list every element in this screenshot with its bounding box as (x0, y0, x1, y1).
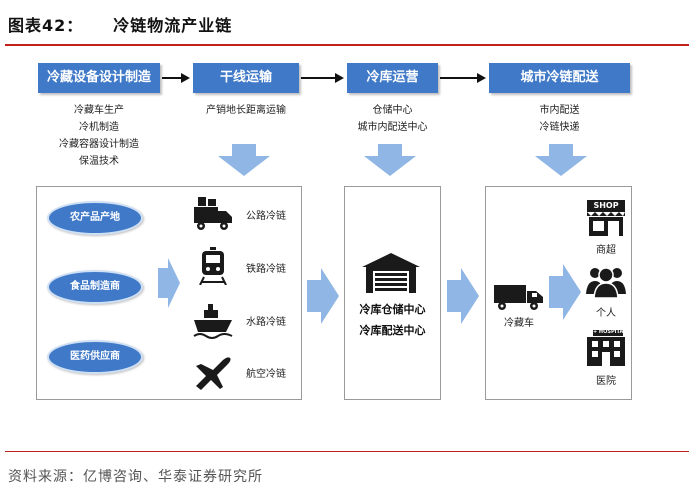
right-arrow-icon (158, 258, 180, 308)
stage-cold-storage: 冷库运营 (347, 63, 438, 93)
hospital-sign-text: + HOSPITAL (593, 329, 627, 335)
down-arrow-icon (218, 144, 270, 176)
stage-item: 产销地长距离运输 (206, 105, 286, 116)
stage-connector-arrowhead (335, 73, 344, 83)
stage-connector-line (301, 77, 336, 79)
ship-icon (193, 304, 233, 339)
mode-rail-label: 铁路冷链 (246, 264, 286, 275)
down-arrow-icon (535, 144, 587, 176)
figure-title: 图表42： 冷链物流产业链 (8, 12, 232, 36)
stage-item: 冷藏车生产 (74, 105, 124, 116)
right-arrow-icon (447, 268, 479, 324)
stage-item: 冷链快递 (539, 122, 580, 133)
stage-city-delivery: 城市冷链配送 (489, 63, 630, 93)
stage-item: 保温技术 (79, 156, 119, 167)
dest-individual-label: 个人 (596, 308, 616, 319)
stage-delivery-items: 市内配送 冷链快递 (489, 102, 630, 136)
stage-connector-line (162, 77, 182, 79)
stage-connector-arrowhead (181, 73, 190, 83)
right-arrow-icon (549, 264, 581, 320)
stage-equipment-items: 冷藏车生产 冷机制造 冷藏容器设计制造 保温技术 (38, 102, 160, 170)
stage-connector-line (440, 77, 478, 79)
stage-equipment: 冷藏设备设计制造 (38, 63, 160, 93)
mode-air-label: 航空冷链 (246, 369, 286, 380)
producer-agriculture: 农产品产地 (47, 201, 143, 235)
figure-label: 图表42： (8, 16, 84, 35)
road-truck-icon (194, 197, 232, 230)
stage-item: 仓储中心 (372, 105, 413, 116)
producer-food-manufacturer: 食品制造商 (47, 270, 143, 304)
right-arrow-icon (307, 268, 339, 324)
distribution-center-label: 冷库配送中心 (359, 324, 426, 337)
storage-center-label: 冷库仓储中心 (359, 303, 426, 316)
dest-supermarket-label: 商超 (596, 245, 616, 256)
mode-road-label: 公路冷链 (246, 211, 286, 222)
title-rule (5, 44, 689, 46)
stage-item: 市内配送 (539, 105, 580, 116)
mode-water-label: 水路冷链 (246, 317, 286, 328)
producer-pharma-supplier: 医药供应商 (47, 340, 143, 374)
stage-trunk-items: 产销地长距离运输 (193, 102, 299, 119)
shop-icon: SHOP (587, 200, 625, 236)
hospital-icon: + HOSPITAL (587, 329, 627, 366)
stage-item: 冷机制造 (79, 122, 119, 133)
down-arrow-icon (364, 144, 416, 176)
figure-title-text: 冷链物流产业链 (113, 16, 233, 35)
warehouse-icon (362, 253, 420, 293)
refrigerated-truck-icon (494, 285, 543, 310)
rail-train-icon (199, 247, 227, 285)
source-note: 资料来源：亿博咨询、华泰证券研究所 (8, 469, 263, 485)
stage-item: 城市内配送中心 (357, 122, 428, 133)
shop-sign-text: SHOP (593, 201, 619, 210)
stage-item: 冷藏容器设计制造 (59, 139, 139, 150)
people-icon (586, 267, 626, 298)
stage-connector-arrowhead (477, 73, 486, 83)
dest-hospital-label: 医院 (596, 376, 616, 387)
storage-box (344, 186, 441, 400)
source-rule (5, 451, 689, 452)
refrigerated-truck-label: 冷藏车 (504, 318, 534, 329)
stage-storage-items: 仓储中心 城市内配送中心 (340, 102, 445, 136)
airplane-icon (196, 357, 231, 390)
stage-trunk-transport: 干线运输 (193, 63, 299, 93)
